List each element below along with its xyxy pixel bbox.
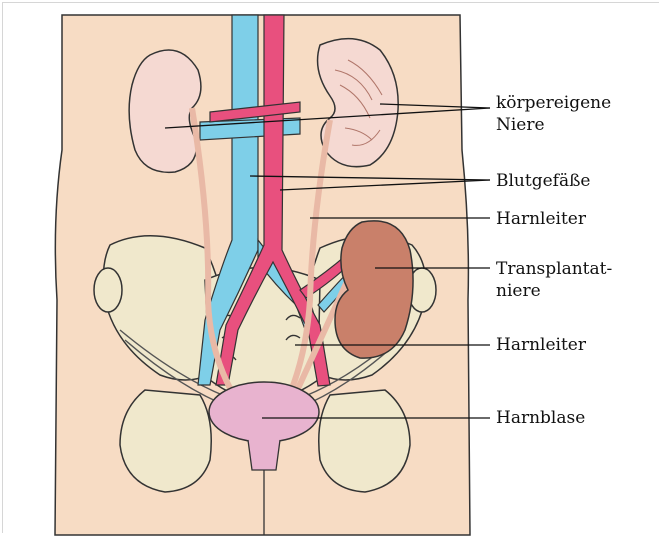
label-transplant-kidney: Transplantat- niere <box>496 258 612 302</box>
label-transplant-kidney-line2: niere <box>496 280 612 302</box>
label-native-kidney-line1: körpereigene <box>496 92 611 114</box>
label-ureter-lower: Harnleiter <box>496 334 586 356</box>
label-ureter-upper: Harnleiter <box>496 208 586 230</box>
label-blood-vessels: Blutgefäße <box>496 170 591 192</box>
label-transplant-kidney-line1: Transplantat- <box>496 258 612 280</box>
urethra <box>248 440 280 470</box>
label-native-kidney: körpereigene Niere <box>496 92 611 136</box>
label-bladder: Harnblase <box>496 407 585 429</box>
bladder <box>209 382 319 442</box>
label-native-kidney-line2: Niere <box>496 114 611 136</box>
